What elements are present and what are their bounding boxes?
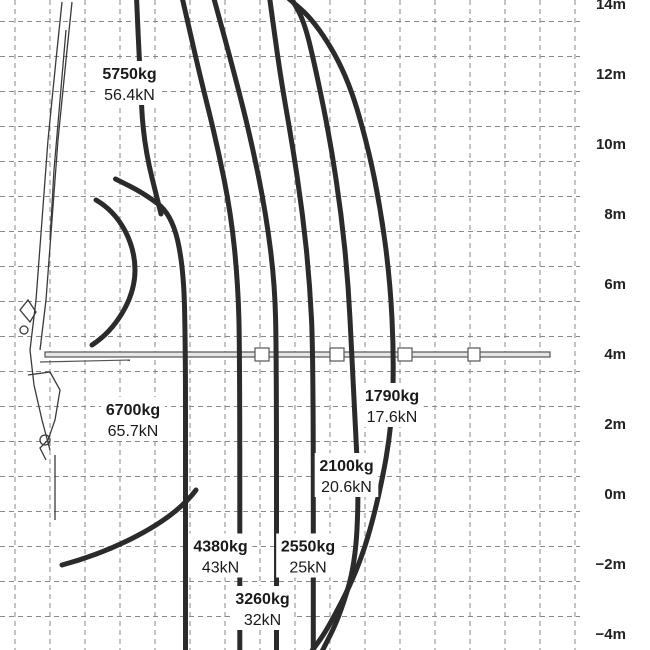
- tick-bg: [584, 63, 628, 85]
- load-kg-label: 2550kg: [281, 539, 335, 556]
- load-curve-4380kg: [180, 0, 243, 650]
- y-tick-label: 6m: [604, 276, 626, 293]
- load-curve-1790kg: [286, 0, 396, 650]
- y-tick-label: −2m: [596, 556, 626, 573]
- y-tick-label: 0m: [604, 486, 626, 503]
- load-kg-label: 5750kg: [102, 66, 156, 83]
- curve-labels: 5750kg 56.4kN 6700kg 65.7kN 4380kg 43kN 3260kg…: [97, 61, 424, 630]
- tick-bg: [584, 203, 628, 225]
- label-bg: [97, 61, 162, 105]
- load-kg-label: 6700kg: [106, 402, 160, 419]
- y-tick-label: 10m: [596, 136, 626, 153]
- label-bg: [360, 383, 424, 427]
- load-kg-label: 4380kg: [193, 539, 247, 556]
- label-bg: [230, 586, 295, 630]
- load-kn-label: 65.7kN: [108, 423, 159, 440]
- tick-bg: [584, 133, 628, 155]
- load-kn-label: 20.6kN: [321, 479, 372, 496]
- y-tick-label: 4m: [604, 346, 626, 363]
- load-curve-3260kg: [211, 0, 279, 650]
- load-kn-label: 32kN: [244, 612, 281, 629]
- load-kn-label: 43kN: [202, 560, 239, 577]
- load-curve-2100kg: [289, 0, 361, 650]
- y-tick-label: 2m: [604, 416, 626, 433]
- crane-illustration: [19, 1, 551, 520]
- lower-radius-arc: [59, 487, 199, 568]
- label-bg: [101, 397, 165, 441]
- tick-bg: [584, 0, 628, 15]
- load-curve-5750kg: [134, 0, 164, 217]
- y-tick-label: 14m: [596, 0, 626, 13]
- tick-bg: [584, 273, 628, 295]
- tick-bg: [584, 623, 628, 645]
- load-curve-6700kg: [113, 176, 189, 650]
- label-bg: [276, 533, 340, 578]
- load-kg-label: 2100kg: [319, 458, 373, 475]
- tick-bg: [584, 483, 628, 505]
- load-kn-label: 56.4kN: [104, 87, 155, 104]
- load-kn-label: 17.6kN: [367, 409, 418, 426]
- tick-bg: [584, 553, 628, 575]
- tick-bg: [584, 343, 628, 365]
- y-tick-label: −4m: [596, 626, 626, 643]
- y-tick-label: 12m: [596, 66, 626, 83]
- load-kg-label: 3260kg: [235, 591, 289, 608]
- y-axis: 14m 12m 10m 8m 6m 4m 2m 0m −2m −4m: [584, 0, 628, 645]
- label-bg: [188, 533, 253, 578]
- load-kn-label: 25kN: [289, 560, 326, 577]
- label-bg: [314, 453, 379, 497]
- load-curve-2550kg: [267, 0, 316, 650]
- load-kg-label: 1790kg: [365, 388, 419, 405]
- inner-radius-arc: [89, 197, 138, 348]
- tick-bg: [584, 413, 628, 435]
- y-tick-label: 8m: [604, 206, 626, 223]
